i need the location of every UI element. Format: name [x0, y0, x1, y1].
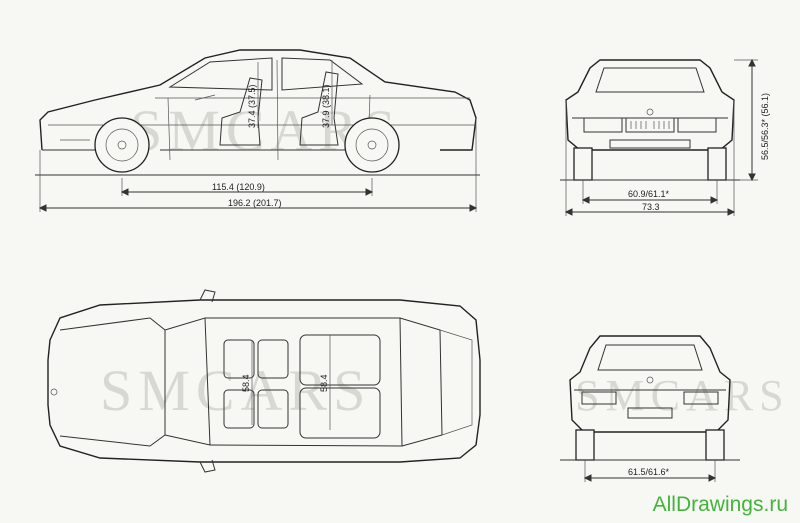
top-view: SMCARS 58.4 58.4 [47, 289, 481, 473]
front-track-label: 60.9/61.1* [628, 189, 670, 199]
front-view: 56.5/56.3* (56.1) 60.9/61.1* 73.3 [560, 58, 770, 216]
rear-shoulder-label: 58.4 [319, 374, 329, 392]
front-headroom-label: 37.4 (37.5) [247, 84, 257, 128]
rear-headroom-label: 37.9 (38.1) [321, 84, 331, 128]
site-watermark-label: AllDrawings.ru [652, 493, 788, 516]
rear-watermark: SMCARS [575, 371, 790, 420]
height-label: 56.5/56.3* (56.1) [760, 93, 770, 160]
wheelbase-label: 115.4 (120.9) [212, 182, 265, 192]
side-view: SMCARS 37.4 (37.5) 37.9 (38.1) [35, 49, 480, 212]
rear-view: SMCARS 61.5/61.6* [560, 335, 790, 482]
front-shoulder-label: 58.4 [241, 374, 251, 392]
length-label: 196.2 (201.7) [228, 198, 282, 208]
rear-track-label: 61.5/61.6* [628, 467, 670, 477]
width-label: 73.3 [642, 202, 660, 212]
